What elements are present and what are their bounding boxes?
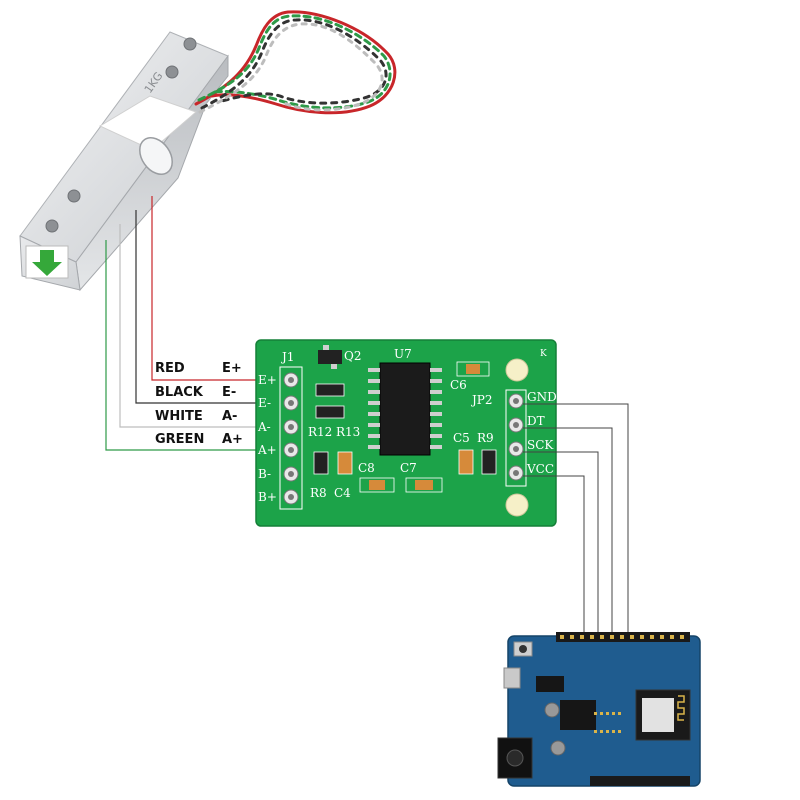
- wire-color-label: BLACK: [155, 385, 204, 400]
- jp2-label: JP2: [470, 393, 493, 407]
- wifi-module-shield: [642, 698, 674, 732]
- wire-signal-label: A+: [222, 432, 243, 447]
- sck-wire: [523, 451, 599, 636]
- signal-wires: [523, 403, 629, 636]
- screw-hole-icon: [165, 65, 179, 79]
- jp2-pin-label: VCC: [526, 462, 554, 476]
- r12-label: R12: [308, 425, 332, 439]
- wire-color-label: GREEN: [155, 432, 204, 447]
- load-cell-through-hole: [139, 137, 173, 175]
- usb-port-icon: [503, 667, 521, 689]
- j1-pin-label: A+: [257, 443, 277, 457]
- screw-hole-icon: [67, 189, 81, 203]
- j1-pin-label: B-: [258, 467, 271, 481]
- black-wire: [135, 210, 284, 404]
- q2-transistor: [318, 350, 342, 364]
- mounting-hole-icon: [505, 493, 529, 517]
- r8-label: R8: [310, 486, 327, 500]
- u7-chip: [368, 362, 442, 456]
- load-cell: 1KG: [19, 31, 229, 292]
- wire-color-label: WHITE: [155, 409, 203, 424]
- screw-hole-icon: [183, 37, 197, 51]
- c8-label: C8: [358, 461, 375, 475]
- wire-color-label: RED: [155, 361, 185, 376]
- load-cell-cable: [194, 10, 397, 115]
- wire-signal-label: E+: [222, 361, 242, 376]
- strain-gauge-area: [98, 95, 197, 151]
- r13-label: R13: [336, 425, 360, 439]
- capacitor-icon: [550, 740, 566, 756]
- j1-header-outline: [279, 366, 303, 510]
- regulator-chip: [560, 700, 596, 730]
- screw-hole-icon: [45, 219, 59, 233]
- vcc-wire: [523, 475, 585, 636]
- j1-pin-label: B+: [258, 490, 277, 504]
- jp2-pin-label: SCK: [527, 438, 554, 452]
- q2-label: Q2: [344, 349, 361, 363]
- dt-wire: [523, 427, 613, 636]
- u7-label: U7: [394, 347, 412, 361]
- corner-mark: K: [540, 349, 547, 359]
- gnd-wire: [523, 403, 629, 636]
- white-wire: [119, 224, 284, 428]
- jp2-pin-label: GND: [527, 390, 557, 404]
- wire-signal-label: A-: [222, 409, 237, 424]
- hx711-board: J1 E+ E- A- A+ B- B+: [255, 339, 557, 527]
- wire-label-group: RED E+ BLACK E- WHITE A- GREEN A+: [155, 361, 243, 447]
- smd-components: [313, 361, 497, 493]
- wire-signal-label: E-: [222, 385, 236, 400]
- j1-label: J1: [280, 350, 294, 364]
- usb-serial-chip: [536, 676, 564, 692]
- antenna-icon: [677, 695, 685, 721]
- down-arrow-icon: [32, 250, 62, 276]
- r9-label: R9: [477, 431, 494, 445]
- mounting-hole-icon: [505, 358, 529, 382]
- j1-pin-label: E-: [258, 396, 271, 410]
- c4-label: C4: [334, 486, 351, 500]
- capacitor-icon: [544, 702, 560, 718]
- jp2-header-outline: [505, 389, 527, 487]
- c7-label: C7: [400, 461, 417, 475]
- jp2-pin-label: DT: [527, 414, 545, 428]
- j1-pin-label: E+: [258, 373, 277, 387]
- red-wire: [151, 196, 284, 381]
- j1-pin-label: A-: [257, 420, 271, 434]
- green-wire: [105, 240, 284, 451]
- bottom-pin-header: [590, 776, 690, 786]
- j1-pins: [283, 372, 299, 505]
- c6-label: C6: [450, 378, 467, 392]
- arduino-board: [497, 632, 701, 787]
- c5-label: C5: [453, 431, 470, 445]
- jp2-pins: [508, 393, 524, 481]
- load-cell-wires: [105, 196, 284, 451]
